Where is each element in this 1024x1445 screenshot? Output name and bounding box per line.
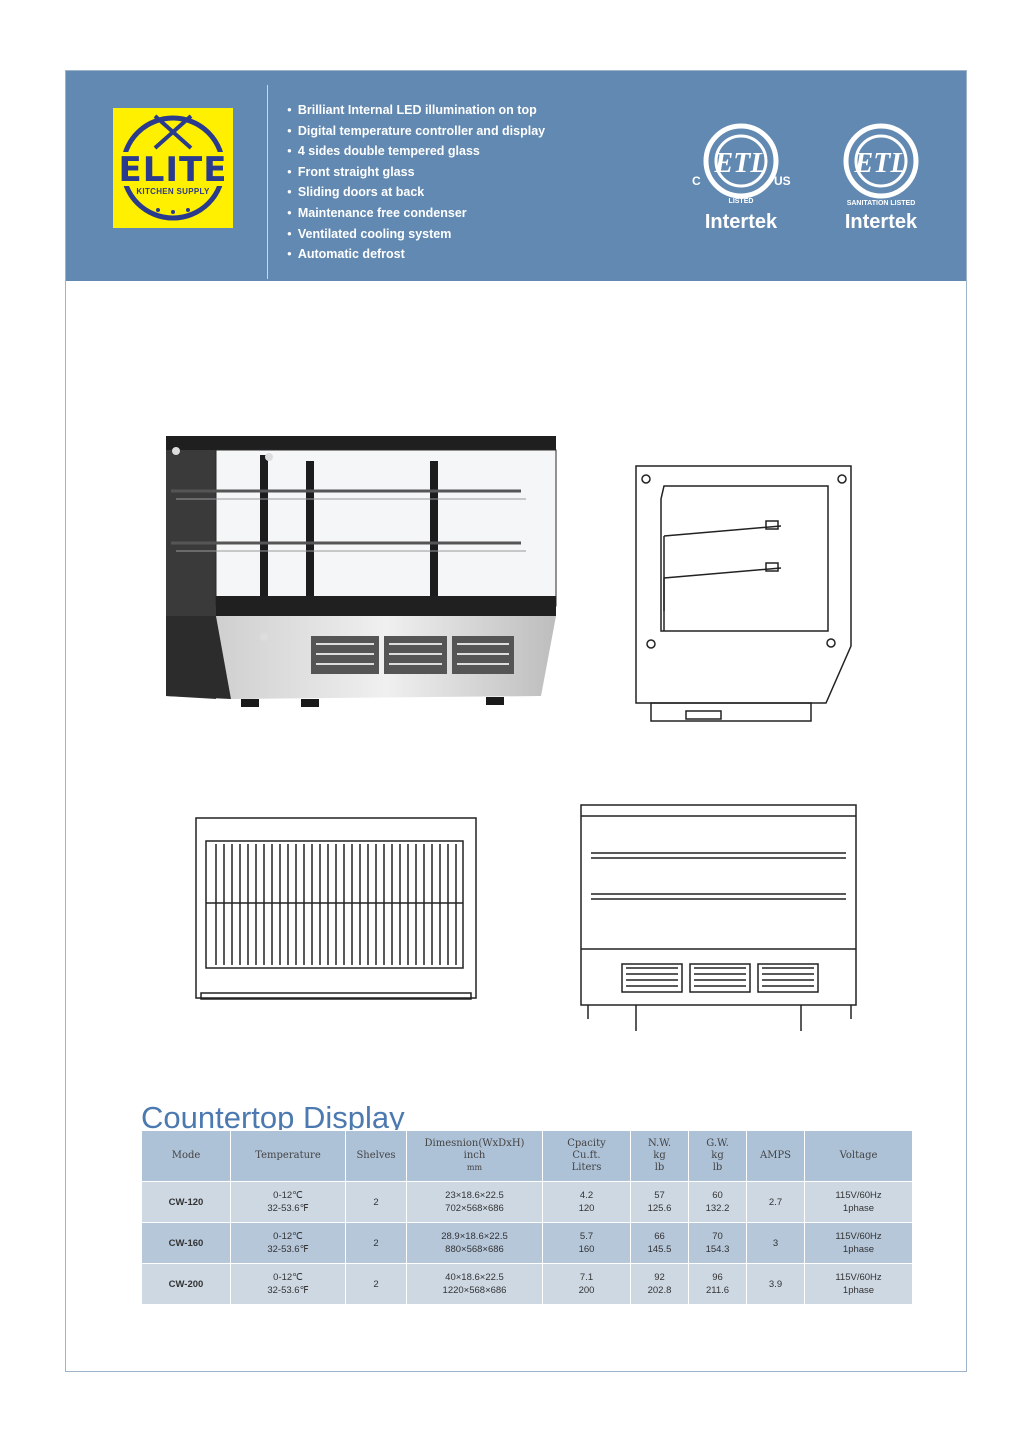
cell-amps: 2.7 [746, 1181, 805, 1223]
back-view-drawing [195, 817, 477, 1000]
cell-shelves: 2 [345, 1181, 407, 1223]
header-model: Mode [141, 1130, 231, 1182]
header-amps: AMPS [746, 1130, 805, 1182]
feature-item: Maintenance free condenser [287, 204, 545, 225]
intertek-label: Intertek [844, 211, 918, 233]
cell-model: CW-160 [141, 1222, 231, 1264]
logo-brand-name: ELITE [118, 150, 228, 190]
feature-item: Brilliant Internal LED illumination on t… [287, 101, 545, 122]
side-view-drawing [635, 465, 852, 722]
logo-emblem-icon [119, 114, 227, 221]
feature-item: Ventilated cooling system [287, 225, 545, 246]
etl-us-text: US [774, 174, 791, 188]
cell-amps: 3.9 [746, 1263, 805, 1305]
cell-shelves: 2 [345, 1263, 407, 1305]
cell-amps: 3 [746, 1222, 805, 1264]
cell-model: CW-200 [141, 1263, 231, 1305]
feature-item: 4 sides double tempered glass [287, 142, 545, 163]
etl-ring-text: SANITATION LISTED [847, 200, 916, 207]
product-photo [166, 436, 557, 707]
etl-listed-badge: ETL C US LISTED Intertek [686, 119, 796, 249]
banner-divider [267, 85, 268, 279]
etl-c-text: C [692, 174, 701, 188]
cell-model: CW-120 [141, 1181, 231, 1223]
spec-header-row: Mode Temperature Shelves Dimesnion(WxDxH… [141, 1130, 913, 1182]
etl-sanitation-icon: ETL SANITATION LISTED [843, 123, 919, 207]
feature-list: Brilliant Internal LED illumination on t… [287, 101, 545, 266]
etl-mark-text: ETL [714, 148, 768, 179]
header-temperature: Temperature [230, 1130, 346, 1182]
feature-item: Digital temperature controller and displ… [287, 122, 545, 143]
front-view-drawing [580, 804, 857, 1031]
section-title: Countertop Display [141, 1099, 405, 1135]
etl-ring-text: LISTED [729, 198, 754, 205]
etl-listed-icon: ETL C US LISTED [692, 123, 791, 205]
header-shelves: Shelves [345, 1130, 407, 1182]
etl-sanitation-badge: ETL SANITATION LISTED Intertek [826, 119, 936, 249]
product-drawings [166, 436, 857, 1031]
brand-logo: ELITE KITCHEN SUPPLY [113, 108, 233, 228]
intertek-label: Intertek [704, 211, 778, 233]
feature-item: Automatic defrost [287, 245, 545, 266]
feature-item: Sliding doors at back [287, 183, 545, 204]
cell-shelves: 2 [345, 1222, 407, 1264]
header-voltage: Voltage [804, 1130, 913, 1182]
feature-item: Front straight glass [287, 163, 545, 184]
header-banner: ELITE KITCHEN SUPPLY Brilliant Internal … [66, 71, 966, 281]
spec-table: Mode Temperature Shelves Dimesnion(WxDxH… [141, 1130, 913, 1305]
spec-sheet: ELITE KITCHEN SUPPLY Brilliant Internal … [65, 70, 967, 1372]
logo-tagline: KITCHEN SUPPLY [136, 187, 210, 196]
etl-mark-text: ETL [854, 148, 908, 179]
